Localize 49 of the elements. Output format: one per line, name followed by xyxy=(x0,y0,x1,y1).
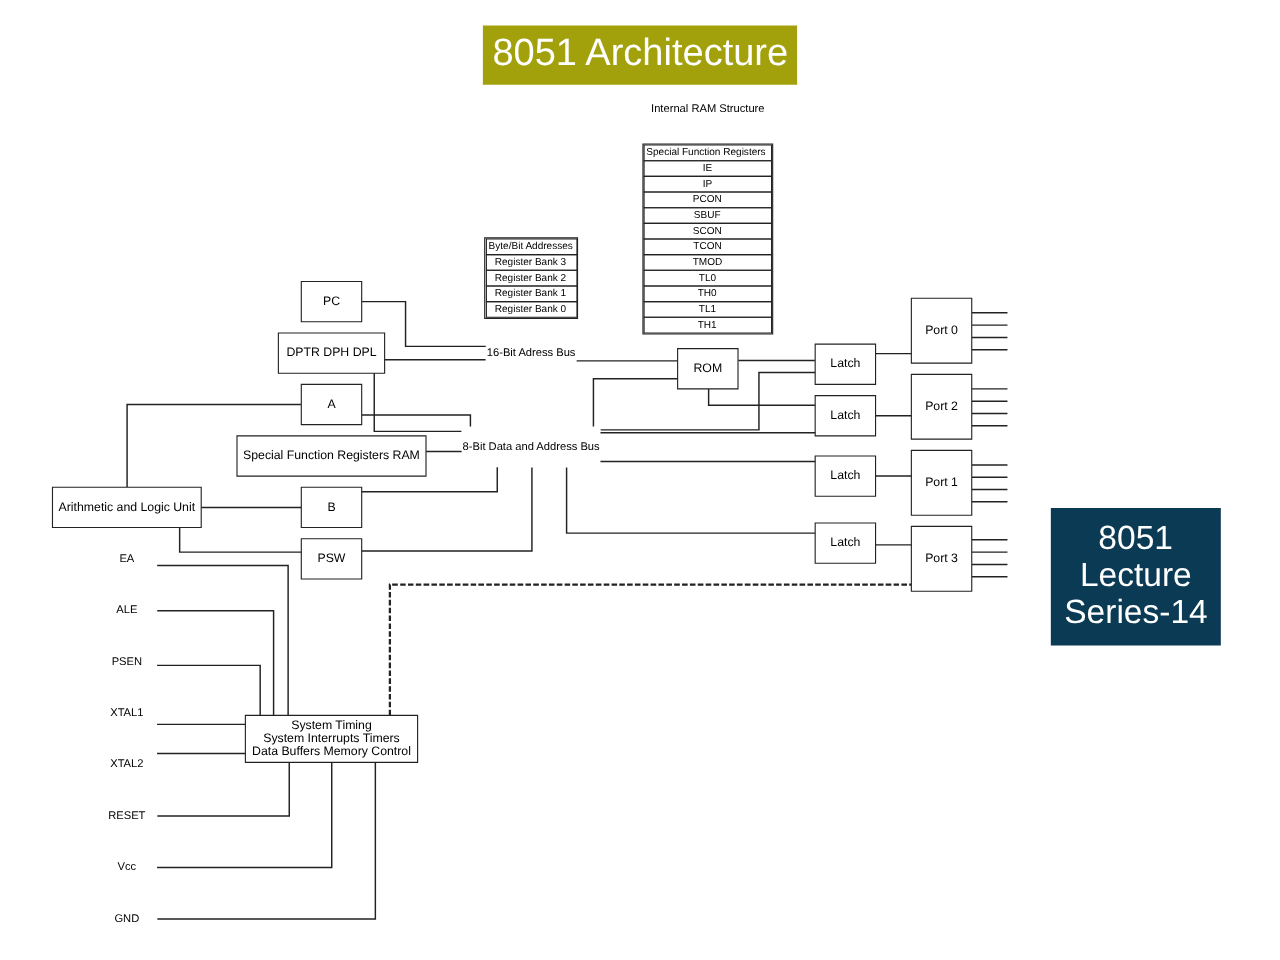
connector xyxy=(156,752,247,755)
connector xyxy=(971,400,1009,402)
connector xyxy=(599,460,816,463)
connector xyxy=(875,544,913,546)
connector xyxy=(156,761,377,920)
connector xyxy=(971,336,1009,339)
connector xyxy=(600,371,816,431)
connector xyxy=(737,359,816,362)
connector xyxy=(156,664,261,716)
connector xyxy=(388,583,912,716)
connector xyxy=(875,475,913,477)
connector xyxy=(971,476,1009,478)
connector xyxy=(971,312,1009,314)
connector xyxy=(126,403,302,488)
connector xyxy=(592,378,679,428)
connector xyxy=(425,450,463,453)
connector xyxy=(971,349,1009,351)
connector xyxy=(971,324,1009,326)
connector xyxy=(599,432,816,434)
connector xyxy=(971,539,1009,541)
diagram-title: 8051 Architecture xyxy=(492,33,789,76)
connector xyxy=(971,576,1009,578)
connector xyxy=(971,501,1009,503)
connector xyxy=(361,414,472,428)
connector xyxy=(565,466,816,534)
connector xyxy=(971,464,1009,466)
connector xyxy=(361,466,533,552)
connector xyxy=(971,563,1009,566)
connector xyxy=(971,425,1009,427)
connector xyxy=(361,466,498,493)
connector xyxy=(156,723,247,726)
connector xyxy=(384,359,487,361)
connector xyxy=(156,564,289,716)
connector xyxy=(875,414,913,417)
connector xyxy=(156,610,275,717)
label: 8051 Lecture Series-14 xyxy=(1064,518,1208,631)
connector xyxy=(971,488,1009,491)
connector xyxy=(575,360,679,362)
connector xyxy=(200,506,302,509)
connector xyxy=(156,761,290,817)
connector xyxy=(178,526,302,553)
connector xyxy=(156,761,333,869)
connector xyxy=(875,352,913,355)
connector xyxy=(971,388,1009,390)
connector xyxy=(971,551,1009,553)
connector xyxy=(707,388,816,406)
connector xyxy=(373,372,463,433)
connector xyxy=(361,300,487,348)
connector xyxy=(971,412,1009,415)
